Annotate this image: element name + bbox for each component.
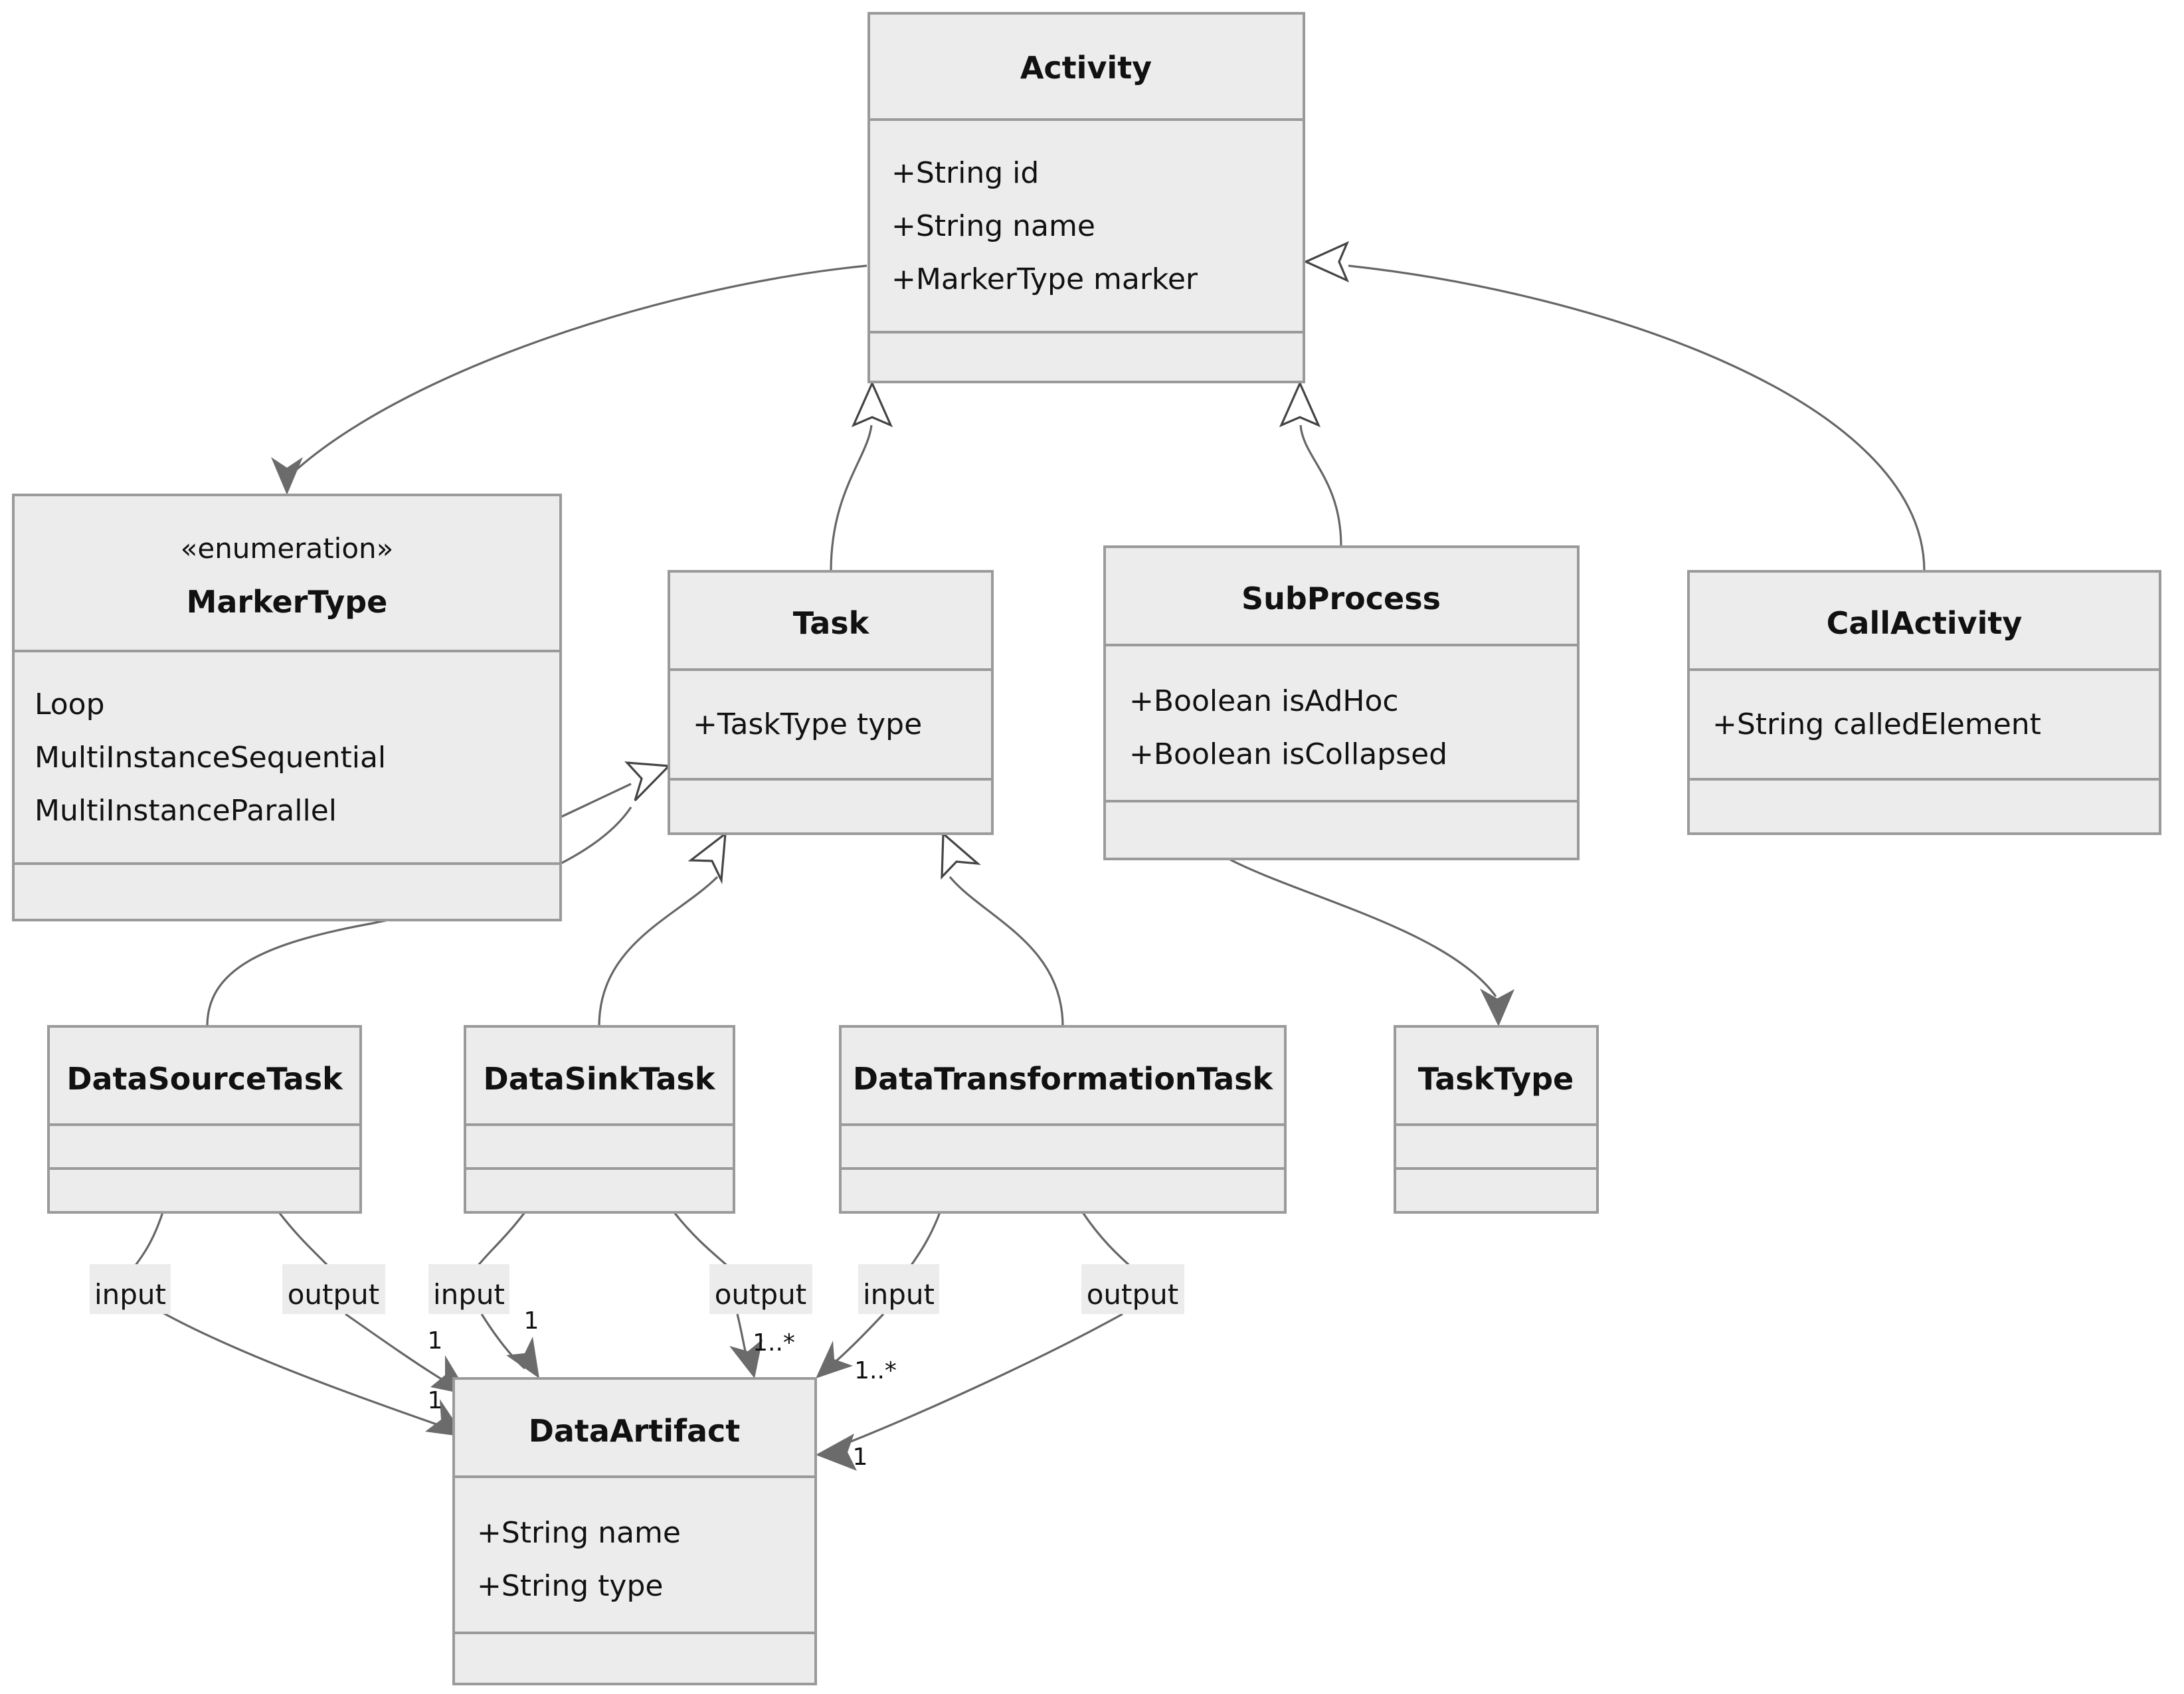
edge-label-dst-output: output — [282, 1264, 385, 1314]
class-attr-subprocess-0: +Boolean isAdHoc — [1129, 684, 1399, 718]
class-box-callactivity[interactable]: CallActivity +String calledElement — [1687, 570, 2161, 835]
edge-label-text: output — [1087, 1278, 1179, 1311]
edge-dst-input-artifact — [132, 1212, 465, 1437]
class-attr-subprocess-1: +Boolean isCollapsed — [1129, 737, 1447, 771]
edge-label-text: input — [94, 1278, 166, 1311]
class-title-subprocess: SubProcess — [1241, 581, 1441, 616]
edge-label-text: output — [288, 1278, 380, 1311]
edge-label-dst-input: input — [90, 1264, 171, 1314]
class-title-datatransformationtask: DataTransformationTask — [853, 1061, 1274, 1097]
class-title-datasinktask: DataSinkTask — [484, 1061, 716, 1097]
multiplicity-label-d: 1..* — [854, 1357, 897, 1384]
class-box-datatransformationtask[interactable]: DataTransformationTask — [839, 1025, 1287, 1214]
class-attr-task-0: +TaskType type — [693, 707, 922, 741]
edge-callactivity-activity — [1303, 240, 1926, 572]
class-box-datasourcetask[interactable]: DataSourceTask — [47, 1025, 362, 1214]
edges-layer — [132, 240, 1926, 1471]
edge-datasinktask-task — [598, 831, 727, 1027]
edge-markertype-task — [560, 761, 672, 818]
class-box-datasinktask[interactable]: DataSinkTask — [464, 1025, 735, 1214]
class-attr-markertype-1: MultiInstanceSequential — [35, 741, 386, 775]
multiplicity-label-b: 1 — [524, 1307, 539, 1335]
class-title-dataartifact: DataArtifact — [529, 1413, 741, 1449]
class-attr-activity-1: +String name — [891, 209, 1095, 243]
edge-label-dtt-input: input — [858, 1264, 939, 1314]
multiplicity-label-c: 1..* — [753, 1329, 795, 1357]
edge-label-dsk-output: output — [709, 1264, 812, 1314]
class-attr-dataartifact-1: +String type — [477, 1569, 663, 1603]
class-stereotype-markertype: «enumeration» — [181, 532, 394, 565]
class-box-dataartifact[interactable]: DataArtifact +String name +String type — [452, 1377, 817, 1685]
class-attr-markertype-2: MultiInstanceParallel — [35, 794, 337, 828]
edge-label-text: input — [433, 1278, 505, 1311]
edge-label-text: output — [715, 1278, 807, 1311]
edge-datatransformationtask-task — [941, 831, 1064, 1027]
edge-label-dtt-output: output — [1081, 1264, 1184, 1314]
class-title-markertype: MarkerType — [187, 584, 388, 620]
edge-dtt-output-artifact — [816, 1212, 1135, 1471]
class-attr-activity-0: +String id — [891, 156, 1039, 190]
class-box-task[interactable]: Task +TaskType type — [668, 570, 994, 835]
class-box-subprocess[interactable]: SubProcess +Boolean isAdHoc +Boolean isC… — [1103, 545, 1580, 860]
class-box-tasktype[interactable]: TaskType — [1394, 1025, 1599, 1214]
multiplicity-label-e: 1 — [428, 1387, 443, 1414]
class-title-tasktype: TaskType — [1418, 1061, 1574, 1097]
class-title-callactivity: CallActivity — [1827, 605, 2023, 641]
edge-label-text: input — [863, 1278, 935, 1311]
class-title-datasourcetask: DataSourceTask — [66, 1061, 343, 1097]
class-title-activity: Activity — [1020, 50, 1152, 86]
class-box-activity[interactable]: Activity +String id +String name +Marker… — [867, 12, 1305, 383]
class-attr-callactivity-0: +String calledElement — [1712, 707, 2041, 741]
edge-subprocess-activity — [1279, 381, 1342, 547]
class-attr-activity-2: +MarkerType marker — [891, 262, 1198, 296]
edge-activity-markertype — [271, 264, 867, 495]
edge-label-dsk-input: input — [428, 1264, 509, 1314]
class-title-task: Task — [793, 605, 870, 641]
multiplicity-label-f: 1 — [853, 1444, 868, 1471]
class-box-markertype[interactable]: «enumeration» MarkerType Loop MultiInsta… — [12, 494, 562, 921]
class-attr-markertype-0: Loop — [35, 688, 105, 721]
multiplicity-label-a: 1 — [428, 1327, 443, 1355]
edge-task-activity — [830, 381, 893, 572]
edge-subprocess-tasktype — [1228, 858, 1514, 1026]
class-attr-dataartifact-0: +String name — [477, 1516, 681, 1550]
